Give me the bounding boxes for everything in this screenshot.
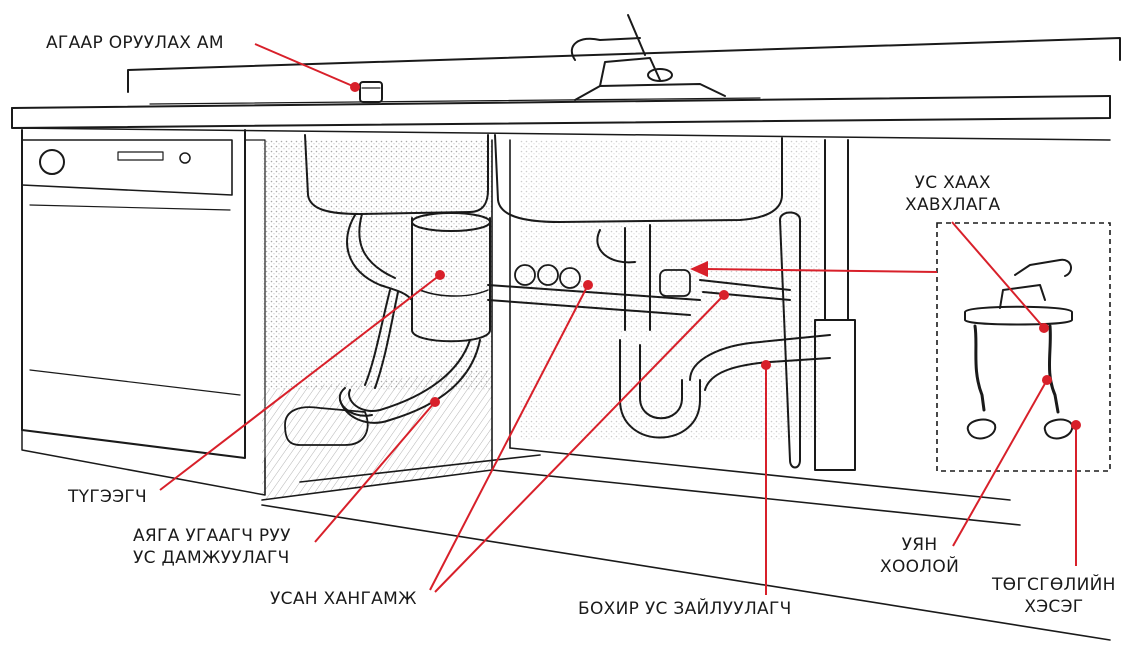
label-disposer: ТҮГЭЭГЧ (68, 487, 147, 507)
countertop (11, 37, 1121, 141)
label-dishwasher-line-1: АЯГА УГААГЧ РУУ (133, 526, 291, 546)
leader-dots (350, 82, 1081, 430)
leader-lines (159, 43, 1077, 595)
supply-pipes (487, 211, 801, 469)
label-drain: БОХИР УС ЗАЙЛУУЛАГЧ (578, 599, 792, 619)
label-flex-hose: УЯН ХООЛОЙ (880, 534, 959, 578)
leader-shutoff (951, 221, 1045, 329)
label-tailpiece-line-2: ХЭСЭГ (1024, 597, 1084, 617)
label-dishwasher-line-2: УС ДАМЖУУЛАГЧ (133, 548, 290, 568)
faucet (570, 14, 726, 101)
label-shutoff-line-2: ХАВХЛАГА (905, 195, 1001, 215)
leader-dishwasher (314, 401, 436, 543)
drain-trap (596, 139, 856, 471)
sink-basins (304, 134, 783, 223)
label-dishwasher-line: АЯГА УГААГЧ РУУ УС ДАМЖУУЛАГЧ (133, 525, 291, 569)
label-tailpiece: ТӨГСГӨЛИЙН ХЭСЭГ (992, 574, 1116, 618)
air-gap-fitting (359, 81, 383, 103)
label-water-supply: УСАН ХАНГАМЖ (270, 589, 417, 609)
leader-shutoff-inset (703, 268, 938, 273)
leader-supply-b (434, 294, 725, 593)
label-shutoff-line-1: УС ХААХ (914, 173, 991, 193)
dishwasher-hose (284, 289, 481, 446)
label-air-gap: АГААР ОРУУЛАХ АМ (46, 33, 224, 53)
dishwasher (21, 129, 266, 496)
label-shutoff-valve: УС ХААХ ХАВХЛАГА (905, 172, 1000, 216)
leader-flex (952, 379, 1048, 547)
leader-disposer (159, 274, 441, 491)
leader-shutoff-arrow (690, 261, 708, 277)
leader-supply-a (429, 284, 589, 591)
label-flex-line-1: УЯН (901, 535, 938, 555)
leader-air-gap (254, 43, 356, 88)
disposer-unit (346, 212, 491, 343)
shutoff-inset (936, 222, 1111, 472)
label-tailpiece-line-1: ТӨГСГӨЛИЙН (992, 575, 1116, 595)
label-flex-line-2: ХООЛОЙ (880, 557, 960, 577)
